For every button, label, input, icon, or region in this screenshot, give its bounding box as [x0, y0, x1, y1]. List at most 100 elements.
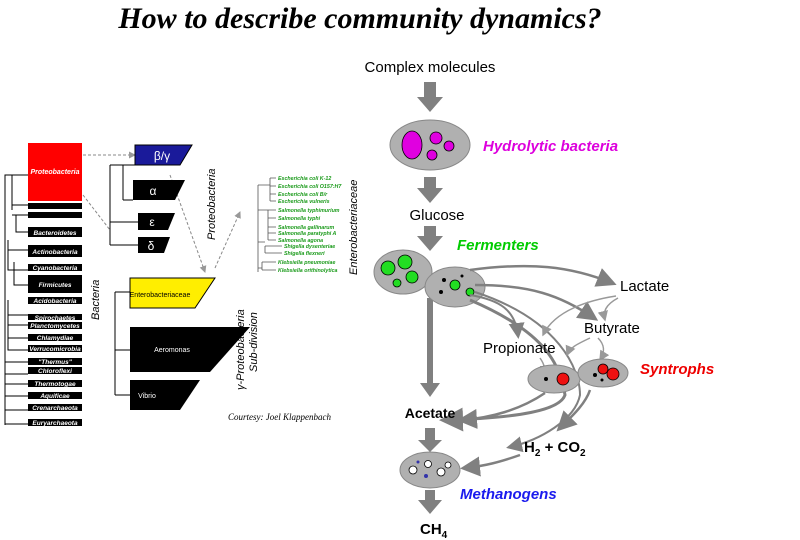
- phylogenetic-tree: [4, 174, 28, 425]
- syntroph-cells: [527, 358, 629, 394]
- group-label-enterobacteriaceae: Enterobacteriaceae: [130, 292, 191, 299]
- phylum-box-thermus: [28, 358, 82, 365]
- phylum-box-crenarchaeota: [28, 404, 82, 411]
- arrow-to-hydrolytic: [417, 82, 443, 112]
- butyrate-label: Butyrate: [584, 320, 640, 337]
- phylum-label-planctomycetes: Planctomycetes: [30, 323, 80, 330]
- class-box-beta-gamma: [134, 144, 193, 166]
- phylum-box-acidobacteria: [28, 297, 82, 304]
- arrow-to-methane: [418, 490, 442, 514]
- gamma-subtree: Enterobacteriaceae Aeromonas Vibrio: [114, 277, 250, 410]
- phylum-label-chlorobi: Chlorobi: [42, 204, 69, 211]
- phylum-label-chloroflexi: Chloroflexi: [38, 368, 72, 375]
- phylum-label-fibrobacter: Fibrobacter: [37, 213, 73, 220]
- phylum-label-crenarchaeota: Crenarchaeota: [32, 405, 78, 412]
- methanogen-cell: [399, 451, 461, 489]
- phylum-label-thermotogae: Thermotogae: [34, 381, 76, 388]
- phylum-box-spirochaetes: [28, 314, 82, 320]
- phylum-box-proteobacteria: [28, 143, 82, 201]
- group-label-aeromonas: Aeromonas: [154, 347, 190, 354]
- phylum-box-aquificae: [28, 392, 82, 399]
- class-label-delta: δ: [148, 239, 155, 253]
- complex-molecules-label: Complex molecules: [365, 59, 496, 76]
- h2-co2-label: H2 + CO2: [524, 439, 586, 459]
- class-label-beta-gamma: β/γ: [154, 149, 170, 163]
- proteobacteria-label: Proteobacteria: [206, 168, 218, 240]
- phylum-box-cyanobacteria: [28, 264, 82, 271]
- species-label: Escherichia coli K-12: [278, 176, 331, 182]
- phylum-box-chlamydiae: [28, 334, 82, 341]
- species-label: Shigella dysenteriae: [284, 244, 335, 250]
- phylum-label-thermus: "Thermus": [38, 359, 73, 366]
- class-label-epsilon: ε: [149, 215, 155, 229]
- species-label: Salmonella gallinarum: [278, 225, 335, 231]
- phylum-box-chloroflexi: [28, 367, 82, 374]
- group-box-vibrio: [130, 380, 200, 410]
- bacteria-label: Bacteria: [90, 280, 102, 320]
- phylum-box-planctomycetes: [28, 322, 82, 329]
- class-box-epsilon: [138, 213, 175, 230]
- enterobacteriaceae-label: Enterobacteriaceae: [348, 180, 360, 275]
- species-label: Salmonella typhi: [278, 216, 321, 222]
- phylum-label-firmicutes: Firmicutes: [39, 282, 72, 289]
- species-label: Salmonella typhimurium: [278, 208, 340, 214]
- page-title: How to describe community dynamics?: [118, 2, 602, 35]
- phylum-box-firmicutes: [28, 275, 82, 293]
- proteobacteria-subtree: β/γ α ε δ: [109, 144, 193, 253]
- lactate-label: Lactate: [620, 278, 669, 295]
- phylum-label-acidobacteria: Acidobacteria: [33, 298, 77, 305]
- fermenter-cells: [373, 249, 486, 308]
- methanogens-label: Methanogens: [460, 486, 557, 503]
- glucose-label: Glucose: [409, 207, 464, 224]
- arrow-to-acetate: [420, 298, 440, 397]
- phylum-box-thermotogae: [28, 380, 82, 387]
- class-label-alpha: α: [150, 184, 157, 198]
- phyla-list: Proteobacteria Chlorobi Fibrobacter Bact…: [28, 143, 82, 427]
- acetate-label: Acetate: [405, 405, 456, 421]
- h2-to-methanogens-arrow: [460, 453, 521, 477]
- phylum-box-actinobacteria: [28, 245, 82, 257]
- species-label: Salmonella agona: [278, 238, 323, 244]
- group-box-enterobacteriaceae: [129, 277, 216, 309]
- phylum-label-verrucomicrobia: Verrucomicrobia: [29, 346, 81, 353]
- species-label: Escherichia coli O157:H7: [278, 184, 342, 190]
- species-list: Escherichia coli K-12 Escherichia coli O…: [278, 176, 342, 274]
- species-label: Shigella flexneri: [284, 251, 325, 257]
- gamma-proteobacteria-label: γ-Proteobacteria: [235, 309, 247, 390]
- species-label: Klebsiella orithinolytica: [278, 268, 338, 274]
- group-box-aeromonas: [130, 327, 250, 372]
- methane-label: CH4: [420, 521, 448, 540]
- group-label-vibrio: Vibrio: [138, 393, 156, 400]
- phylum-label-actinobacteria: Actinobacteria: [31, 249, 78, 256]
- enterobacteriaceae-species-tree: [257, 177, 282, 272]
- phylum-box-chlorobi: [28, 203, 82, 209]
- phylum-label-chlamydiae: Chlamydiae: [37, 335, 74, 342]
- species-label: Salmonella paratyphi A: [278, 231, 337, 237]
- species-label: Escherichia vulneris: [278, 199, 330, 205]
- hydrolytic-cell: [389, 119, 471, 171]
- fermentation-arrows: [439, 264, 617, 453]
- phylum-box-verrucomicrobia: [28, 345, 82, 352]
- species-label: Escherichia coli B/r: [278, 192, 328, 198]
- hydrolytic-bacteria-label: Hydrolytic bacteria: [483, 138, 618, 155]
- syntrophs-label: Syntrophs: [640, 361, 714, 378]
- propionate-label: Propionate: [483, 340, 556, 357]
- class-box-delta: [138, 237, 170, 253]
- phylum-box-bacteroidetes: [28, 227, 82, 237]
- arrow-to-methanogens: [418, 428, 442, 452]
- phylum-label-euryarchaeota: Euryarchaeota: [32, 420, 78, 427]
- phylum-box-euryarchaeota: [28, 419, 82, 426]
- syntroph-output-arrows: [457, 389, 592, 432]
- arrow-to-fermenters: [417, 226, 443, 251]
- main-flow-arrows: [417, 82, 443, 514]
- phylum-box-fibrobacter: [28, 212, 82, 218]
- courtesy-credit: Courtesy: Joel Klappenbach: [228, 412, 331, 422]
- phylum-label-cyanobacteria: Cyanobacteria: [33, 265, 78, 272]
- subdivision-label: Sub-division: [248, 312, 260, 372]
- phylum-label-proteobacteria: Proteobacteria: [30, 169, 79, 176]
- class-box-alpha: [133, 180, 185, 200]
- fermenters-label: Fermenters: [457, 237, 539, 254]
- phylum-label-spirochaetes: Spirochaetes: [35, 315, 76, 322]
- phylum-label-bacteroidetes: Bacteroidetes: [34, 230, 77, 237]
